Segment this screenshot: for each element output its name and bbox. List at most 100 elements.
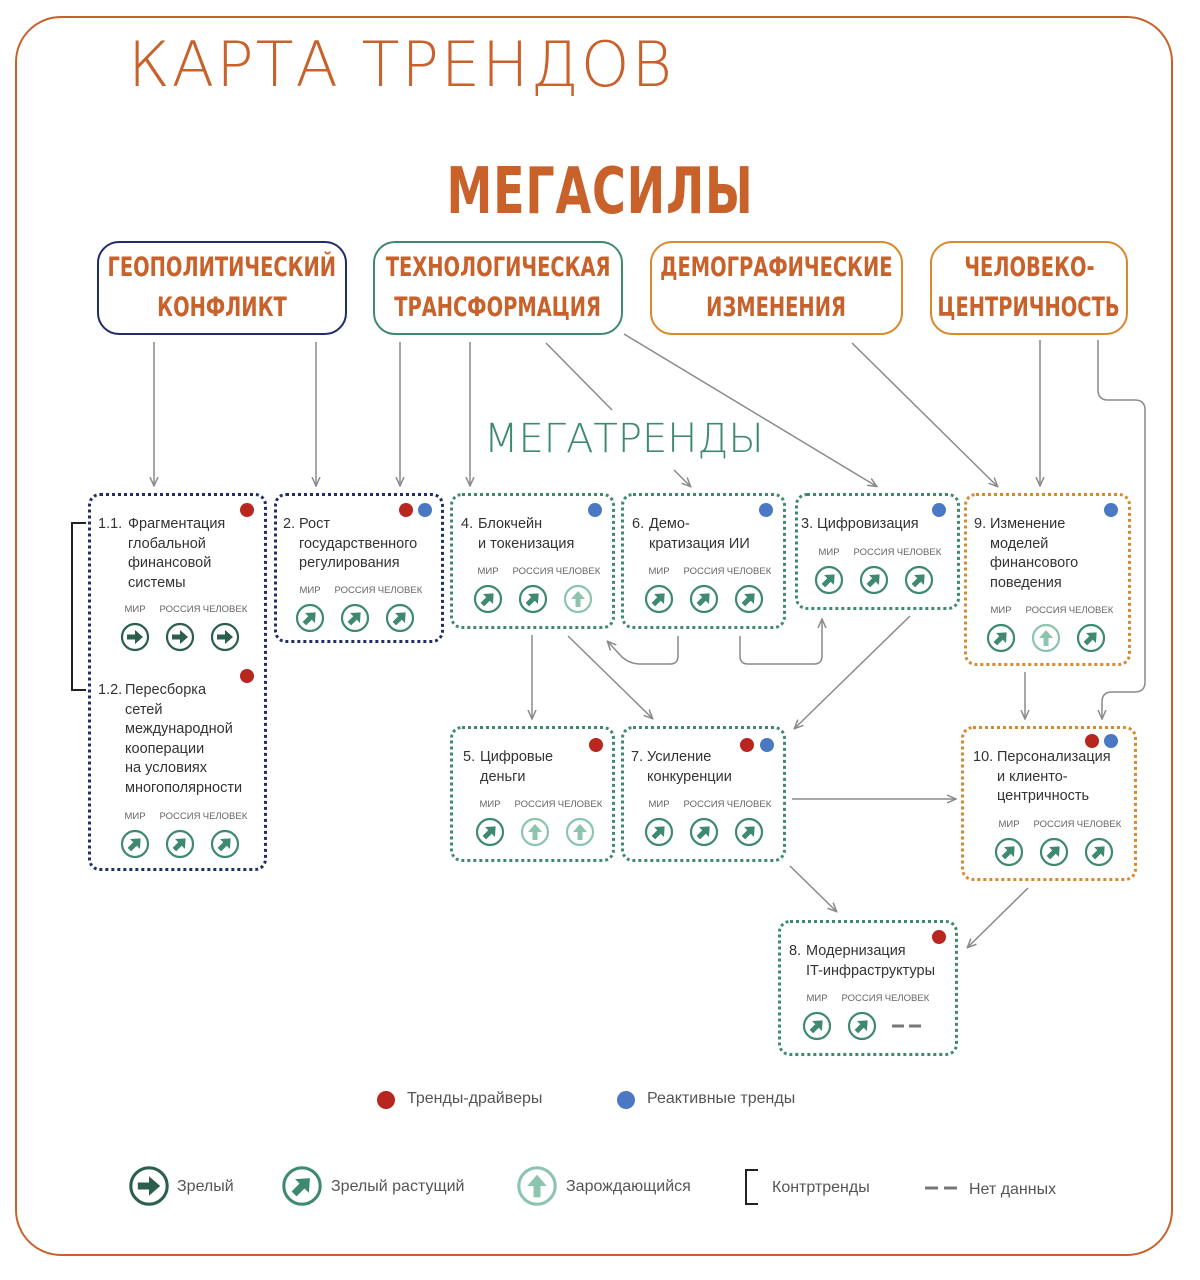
mature-growing-icon	[120, 829, 150, 859]
trend-title: Блокчейн и токенизация	[478, 516, 575, 552]
label-russia: РОССИЯ	[683, 799, 725, 810]
no-data-dash-icon	[925, 1186, 957, 1190]
trend-box-2	[274, 493, 444, 643]
arrow-human-to-t10	[1097, 340, 1146, 718]
trend-number: 8.	[789, 943, 802, 959]
label-world: МИР	[477, 566, 499, 577]
arrow-tech-to-t6-b	[673, 469, 690, 486]
trend-box-7	[621, 726, 786, 862]
force-demographic-changes: ДЕМОГРАФИЧЕСКИЕ ИЗМЕНЕНИЯ	[650, 241, 903, 335]
force-label-line2: ИЗМЕНЕНИЯ	[706, 292, 847, 323]
trend-title: Рост государственного регулирования	[299, 516, 418, 571]
emerging-icon	[516, 1165, 558, 1207]
label-human: ЧЕЛОВЕК	[884, 993, 930, 1004]
mature-growing-icon	[644, 584, 674, 614]
force-label-line1: ДЕМОГРАФИЧЕСКИЕ	[660, 252, 893, 283]
countertrend-bracket	[71, 522, 86, 691]
arrow-t4-to-t7	[567, 635, 652, 718]
mature-icon	[128, 1165, 170, 1207]
mature-growing-icon	[734, 817, 764, 847]
arrow-t6-to-t3	[739, 620, 822, 665]
mature-growing-icon	[802, 1011, 832, 1041]
label-russia: РОССИЯ	[853, 547, 895, 558]
force-label-line2: КОНФЛИКТ	[157, 292, 287, 323]
label-world: МИР	[124, 811, 146, 822]
label-human: ЧЕЛОВЕК	[557, 799, 603, 810]
label-russia: РОССИЯ	[512, 566, 554, 577]
mature-growing-icon	[847, 1011, 877, 1041]
driver-dot	[740, 738, 754, 752]
trend-number: 5.	[463, 749, 476, 765]
mature-growing-icon	[734, 584, 764, 614]
label-russia: РОССИЯ	[1025, 605, 1067, 616]
label-world: МИР	[990, 605, 1012, 616]
legend-countertrends-label: Контртренды	[772, 1179, 870, 1196]
no-data-icon	[892, 1011, 922, 1041]
reactive-dot	[418, 503, 432, 517]
trend-title: Демо- кратизация ИИ	[649, 516, 750, 552]
reactive-dot	[760, 738, 774, 752]
mature-growing-icon	[994, 837, 1024, 867]
legend-reactive-dot	[617, 1091, 635, 1109]
megaforces-title: МЕГАСИЛЫ	[446, 155, 754, 229]
reactive-dot	[932, 503, 946, 517]
mature-growing-icon	[1039, 837, 1069, 867]
legend-reactive-label: Реактивные тренды	[647, 1090, 796, 1107]
reactive-dot	[759, 503, 773, 517]
force-label-line2: ЦЕНТРИЧНОСТЬ	[937, 292, 1121, 323]
label-world: МИР	[124, 604, 146, 615]
mature-growing-icon	[904, 565, 934, 595]
label-human: ЧЕЛОВЕК	[202, 604, 248, 615]
mature-growing-icon	[210, 829, 240, 859]
label-human: ЧЕЛОВЕК	[726, 799, 772, 810]
label-human: ЧЕЛОВЕК	[1076, 819, 1122, 830]
mature-growing-icon	[475, 817, 505, 847]
trend-number: 1.1.	[98, 516, 123, 532]
force-human-centricity: ЧЕЛОВЕКО- ЦЕНТРИЧНОСТЬ	[930, 241, 1128, 335]
label-human: ЧЕЛОВЕК	[896, 547, 942, 558]
trend-number: 1.2.	[98, 682, 123, 698]
mature-growing-icon	[385, 603, 415, 633]
arrow-t6-to-t4	[608, 636, 679, 665]
emerging-icon	[520, 817, 550, 847]
label-world: МИР	[806, 993, 828, 1004]
trend-box-9	[964, 493, 1131, 666]
mature-growing-icon	[986, 623, 1016, 653]
arrow-tech-to-t6-a	[545, 342, 613, 411]
mature-icon	[165, 622, 195, 652]
mature-icon	[120, 622, 150, 652]
mature-growing-icon	[859, 565, 889, 595]
countertrend-bracket-icon	[745, 1169, 758, 1205]
trend-number: 4.	[461, 516, 474, 532]
arrow-demo-to-t9	[851, 342, 997, 486]
trend-number: 9.	[974, 516, 987, 532]
label-russia: РОССИЯ	[159, 811, 201, 822]
arrow-t7-to-t8	[789, 865, 836, 911]
force-technological-transformation: ТЕХНОЛОГИЧЕСКАЯ ТРАНСФОРМАЦИЯ	[373, 241, 623, 335]
mature-icon	[210, 622, 240, 652]
mature-growing-icon	[473, 584, 503, 614]
trend-box-8	[778, 920, 958, 1056]
force-label-line2: ТРАНСФОРМАЦИЯ	[394, 292, 602, 323]
label-human: ЧЕЛОВЕК	[202, 811, 248, 822]
trend-number: 6.	[632, 516, 645, 532]
trend-title: Усиление конкуренции	[647, 749, 732, 785]
legend-mature-label: Зрелый	[177, 1178, 234, 1195]
force-geopolitical-conflict: ГЕОПОЛИТИЧЕСКИЙ КОНФЛИКТ	[97, 241, 347, 335]
driver-dot	[240, 669, 254, 683]
label-russia: РОССИЯ	[841, 993, 883, 1004]
emerging-icon	[563, 584, 593, 614]
trend-title: Персонализация и клиенто- центричность	[997, 749, 1111, 804]
label-world: МИР	[648, 799, 670, 810]
trend-number: 3.	[801, 516, 814, 532]
mature-growing-icon	[281, 1165, 323, 1207]
trend-box-5	[450, 726, 615, 862]
reactive-dot	[1104, 503, 1118, 517]
legend-mature-growing-label: Зрелый растущий	[331, 1178, 465, 1195]
label-world: МИР	[998, 819, 1020, 830]
label-world: МИР	[818, 547, 840, 558]
legend-driver-dot	[377, 1091, 395, 1109]
legend-no-data-label: Нет данных	[969, 1181, 1057, 1198]
mature-growing-icon	[814, 565, 844, 595]
